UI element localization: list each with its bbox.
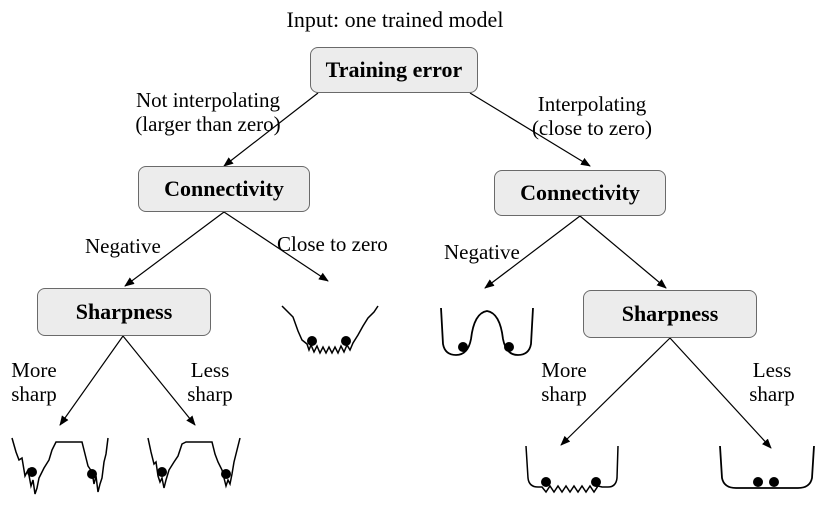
edge-label-close-to-zero: Close to zero [277, 232, 388, 256]
edge-label-line: (larger than zero) [135, 112, 281, 136]
edge-connectivity-left-to-sharpness [124, 211, 225, 287]
edge-label-interpolating: Interpolating (close to zero) [512, 92, 672, 140]
landscape-negative-icon [440, 307, 534, 356]
edge-sharpness-right-to-less-sharp [669, 337, 772, 449]
edge-connectivity-left-to-close-zero [223, 211, 329, 282]
connectivity-left-node: Connectivity [138, 166, 310, 212]
input-label: Input: one trained model [286, 7, 504, 32]
edge-label-line: sharp [749, 382, 795, 406]
edge-label-line: (close to zero) [531, 116, 653, 140]
edge-label-more-sharp-right: More sharp [532, 358, 596, 406]
edge-label-line: Less [190, 358, 230, 382]
edge-label-line: sharp [11, 382, 57, 406]
landscape-close-to-zero-icon [281, 305, 379, 355]
edge-connectivity-right-to-sharpness [579, 215, 667, 289]
edge-training-to-connectivity-right [469, 92, 591, 167]
edge-label-line: Interpolating [537, 92, 647, 116]
training-error-node: Training error [310, 47, 478, 93]
edge-connectivity-right-to-negative [484, 215, 581, 289]
edge-label-line: More [11, 358, 57, 382]
edge-label-less-sharp-right: Less sharp [742, 358, 802, 406]
edge-label-line: sharp [187, 382, 233, 406]
edge-label-line: Less [752, 358, 792, 382]
landscape-more-sharp-left-icon [11, 437, 109, 495]
edge-label-line: Not interpolating [135, 88, 281, 112]
edge-label-negative-right: Negative [444, 240, 520, 264]
edge-label-negative-left: Negative [85, 234, 161, 258]
sharpness-right-node: Sharpness [583, 290, 757, 338]
edge-training-to-connectivity-left [223, 92, 319, 167]
connectivity-right-node: Connectivity [494, 170, 666, 216]
landscape-more-sharp-right-icon [525, 445, 619, 494]
landscape-less-sharp-left-icon [147, 437, 241, 489]
edge-sharpness-left-to-less-sharp [122, 335, 196, 426]
edge-label-line: sharp [541, 382, 587, 406]
edge-label-more-sharp-left: More sharp [4, 358, 64, 406]
edge-sharpness-right-to-more-sharp [560, 337, 671, 446]
sharpness-left-node: Sharpness [37, 288, 211, 336]
landscape-less-sharp-right-icon [719, 445, 815, 489]
edge-label-line: More [541, 358, 587, 382]
edge-sharpness-left-to-more-sharp [59, 335, 124, 426]
edge-label-less-sharp-left: Less sharp [180, 358, 240, 406]
edge-label-not-interpolating: Not interpolating (larger than zero) [118, 88, 298, 136]
